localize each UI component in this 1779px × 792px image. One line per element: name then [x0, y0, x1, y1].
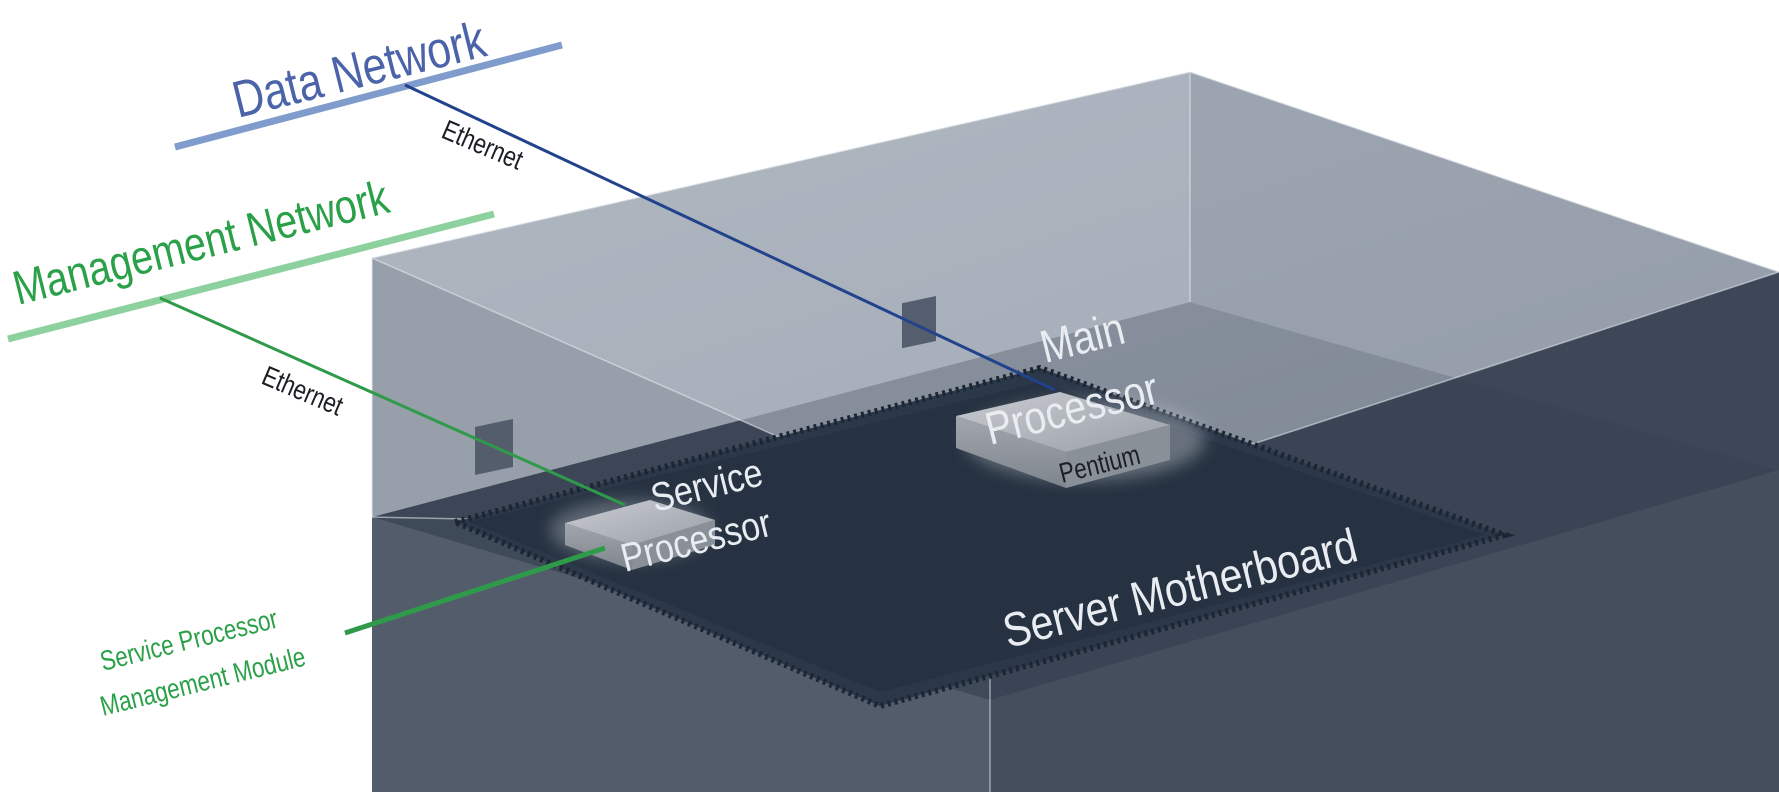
chassis-top-lid: [372, 72, 1779, 530]
ethernet-label-management: Ethernet: [257, 361, 347, 423]
management-ethernet-cable: [159, 296, 626, 507]
management-network-line: [7, 210, 495, 343]
data-ethernet-cable: [404, 83, 1056, 392]
data-network-port: [902, 296, 936, 349]
service-processor-chip: [550, 500, 715, 570]
data-network-label: Data Network: [227, 11, 492, 130]
main-processor-chip: [956, 392, 1205, 488]
ethernet-label-data: Ethernet: [437, 115, 527, 177]
service-processor-management-module-connector: [344, 545, 606, 636]
data-network-line: [174, 41, 563, 151]
server-motherboard: [445, 364, 1515, 710]
management-network-label: Management Network: [8, 170, 394, 315]
